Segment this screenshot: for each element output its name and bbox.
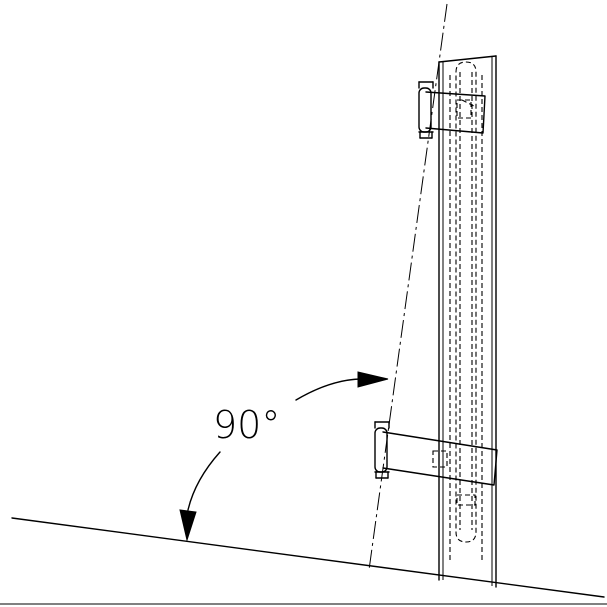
lower-bracket bbox=[374, 421, 498, 506]
axis-centerline bbox=[368, 3, 448, 571]
post-hidden-slot bbox=[449, 61, 483, 560]
sloped-ground-line bbox=[11, 517, 605, 598]
lower-arrowhead bbox=[179, 509, 197, 542]
upper-bracket bbox=[418, 81, 486, 139]
post bbox=[438, 55, 497, 588]
upper-arrowhead bbox=[357, 371, 389, 388]
angle-dimension: 90° bbox=[179, 371, 389, 542]
angle-label: 90° bbox=[213, 403, 280, 447]
